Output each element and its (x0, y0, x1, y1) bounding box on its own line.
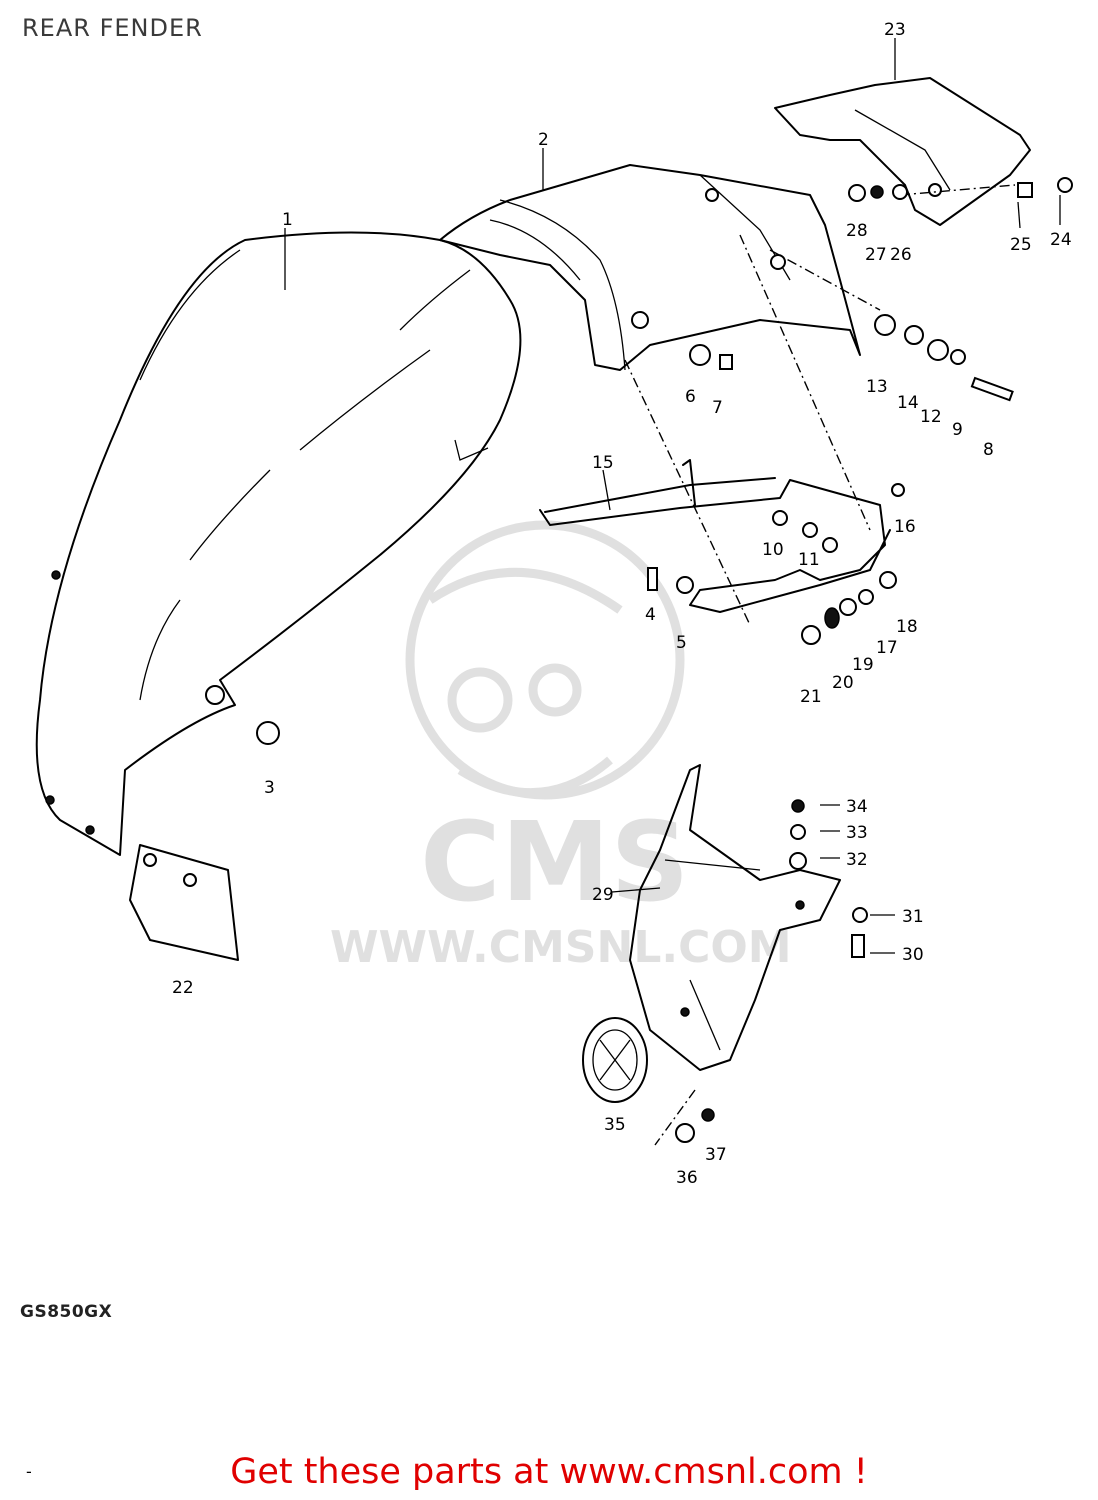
callout-29: 29 (592, 885, 614, 905)
callout-23: 23 (884, 20, 906, 40)
callout-21: 21 (800, 687, 822, 707)
watermark-logo: CMS (420, 798, 689, 926)
callout-34: 34 (846, 797, 868, 817)
callout-28: 28 (846, 221, 868, 241)
callout-5: 5 (676, 633, 687, 653)
callout-6: 6 (685, 387, 696, 407)
callout-7: 7 (712, 398, 723, 418)
callout-13: 13 (866, 377, 888, 397)
callout-22: 22 (172, 978, 194, 998)
callout-1: 1 (282, 210, 293, 230)
hardware (205, 177, 1073, 1143)
callout-15: 15 (592, 453, 614, 473)
callout-30: 30 (902, 945, 924, 965)
callout-11: 11 (798, 550, 820, 570)
watermark: CMS WWW.CMSNL.COM (330, 520, 792, 973)
callout-10: 10 (762, 540, 784, 560)
reflector-plate (129, 844, 239, 961)
callout-9: 9 (952, 420, 963, 440)
callout-24: 24 (1050, 230, 1072, 250)
callout-8: 8 (983, 440, 994, 460)
callout-19: 19 (852, 655, 874, 675)
callout-12: 12 (920, 407, 942, 427)
model-code: GS850GX (20, 1302, 113, 1322)
rear-fender-upper (439, 164, 861, 371)
footer-dash: - (26, 1462, 32, 1481)
callout-3: 3 (264, 778, 275, 798)
callout-16: 16 (894, 517, 916, 537)
callout-31: 31 (902, 907, 924, 927)
top-bracket (774, 77, 1031, 226)
callout-35: 35 (604, 1115, 626, 1135)
callout-26: 26 (890, 245, 912, 265)
callout-labels: 1 2 3 4 5 6 7 8 9 10 11 12 13 14 15 16 1… (172, 20, 1072, 1188)
promo-link[interactable]: Get these parts at www.cmsnl.com ! (230, 1452, 868, 1492)
callout-2: 2 (538, 130, 549, 150)
callout-33: 33 (846, 823, 868, 843)
callout-18: 18 (896, 617, 918, 637)
rear-fender (35, 231, 522, 856)
leader-lines (284, 38, 1061, 954)
reflector (582, 1017, 648, 1103)
callout-32: 32 (846, 850, 868, 870)
watermark-url: WWW.CMSNL.COM (330, 922, 792, 973)
callout-27: 27 (865, 245, 887, 265)
lower-fender (629, 764, 841, 1071)
callout-4: 4 (645, 605, 656, 625)
callout-20: 20 (832, 673, 854, 693)
assembly-lines (624, 184, 1016, 1146)
callout-25: 25 (1010, 235, 1032, 255)
fender-stay (539, 459, 891, 613)
callout-37: 37 (705, 1145, 727, 1165)
callout-14: 14 (897, 393, 919, 413)
callout-17: 17 (876, 638, 898, 658)
callout-36: 36 (676, 1168, 698, 1188)
page-title: REAR FENDER (22, 14, 203, 42)
